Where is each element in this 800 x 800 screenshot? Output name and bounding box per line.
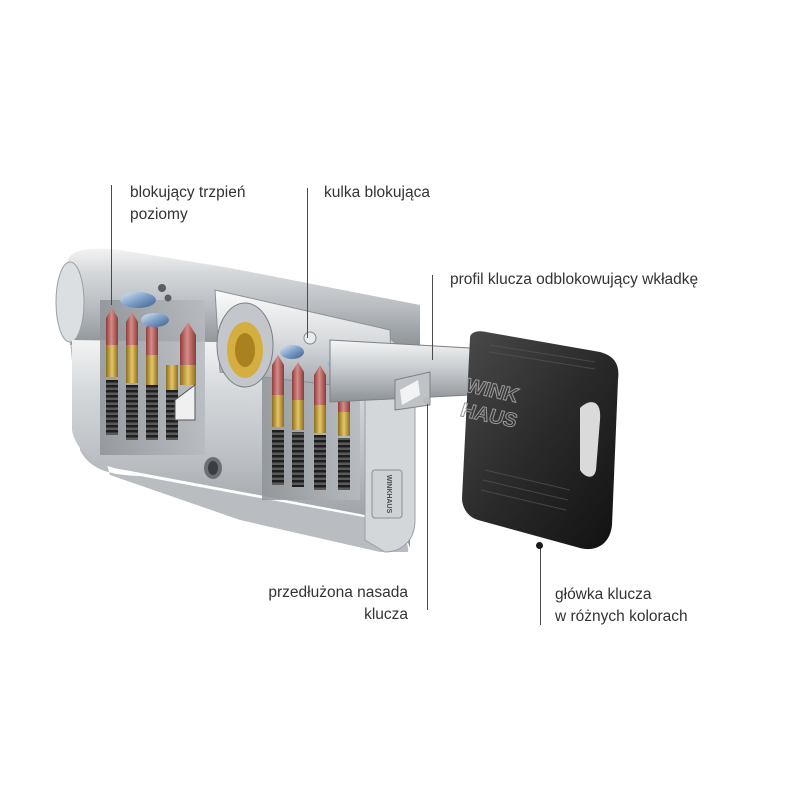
label-key-head-line1: główka klucza <box>555 586 652 603</box>
horizontal-locking-pin-icon <box>120 292 156 308</box>
leader-key-profile <box>432 275 433 360</box>
label-locking-pin-line1: blokujący trzpień <box>130 184 246 201</box>
label-key-profile: profil klucza odblokowujący wkładkę <box>450 269 698 291</box>
leader-dot <box>536 542 543 549</box>
label-key-profile-line1: profil klucza odblokowujący wkładkę <box>450 271 699 288</box>
brass-pin-icon <box>106 345 118 377</box>
red-pin-icon <box>180 322 196 365</box>
leader-dot <box>423 397 430 404</box>
leader-extended-shank <box>427 400 428 610</box>
spring-icon <box>314 435 326 490</box>
label-locking-pin-line2: poziomy <box>130 206 188 223</box>
brass-pin-icon <box>338 412 350 436</box>
cylinder-logo: WINKHAUS <box>371 469 403 519</box>
brass-pin-icon <box>180 365 196 385</box>
red-pin-icon <box>314 365 326 405</box>
brass-pin-icon <box>126 345 138 383</box>
red-pin-icon <box>146 318 158 355</box>
label-extended-shank-line2: klucza <box>364 606 408 623</box>
brass-pin-icon <box>146 355 158 385</box>
red-pin-icon <box>292 362 304 400</box>
key-head: WINK HAUS <box>457 331 619 550</box>
label-key-head-line2: w różnych kolorach <box>555 608 688 625</box>
brass-pin-icon <box>314 405 326 433</box>
cylinder-logo-text: WINKHAUS <box>385 475 392 514</box>
locking-pin-icon <box>280 345 304 359</box>
label-extended-shank-line1: przedłużona nasada <box>268 584 408 601</box>
red-pin-icon <box>272 355 284 395</box>
leader-locking-pin <box>111 185 112 305</box>
brass-pin-icon <box>272 395 284 427</box>
label-locking-ball-line1: kulka blokująca <box>324 184 430 201</box>
label-extended-shank: przedłużona nasada klucza <box>228 582 408 626</box>
horizontal-locking-pin-icon <box>141 313 169 327</box>
spring-icon <box>338 438 350 490</box>
spring-icon <box>126 385 138 440</box>
locking-pin-assembly <box>106 284 196 440</box>
red-pin-icon <box>126 312 138 345</box>
red-pin-icon <box>106 308 118 345</box>
label-locking-pin: blokujący trzpień poziomy <box>130 182 245 226</box>
label-key-head: główka klucza w różnych kolorach <box>555 584 688 628</box>
leader-locking-ball <box>307 188 308 338</box>
key-blade <box>329 339 471 411</box>
leader-key-head <box>540 545 541 625</box>
brass-pin-icon <box>166 365 178 390</box>
locking-ball-icon <box>303 331 317 345</box>
spring-icon <box>106 380 118 435</box>
spring-icon <box>146 385 158 440</box>
brass-pin-icon <box>292 400 304 430</box>
spring-icon <box>292 432 304 487</box>
label-locking-ball: kulka blokująca <box>324 182 430 204</box>
spring-icon <box>272 430 284 485</box>
